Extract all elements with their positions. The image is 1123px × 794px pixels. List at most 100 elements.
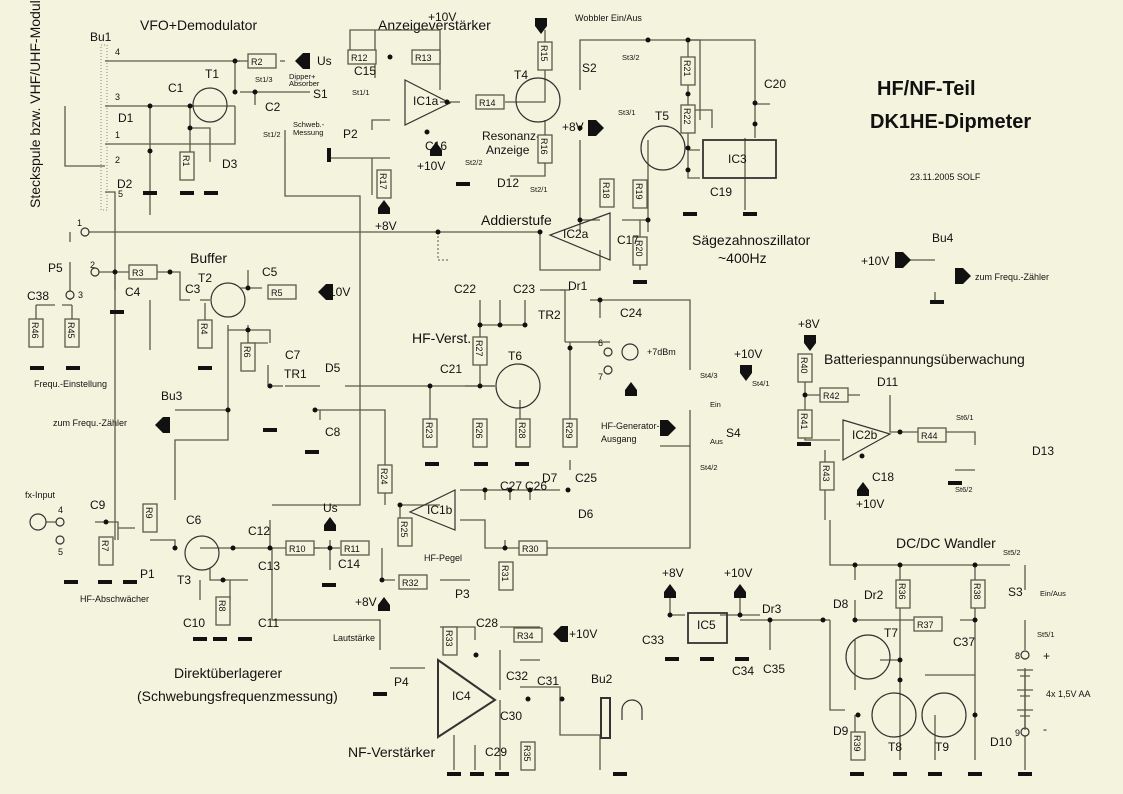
pin-1-label: 1 bbox=[77, 218, 82, 228]
supply-v10-label: +10V bbox=[417, 159, 445, 173]
r11-label: R11 bbox=[344, 544, 360, 554]
t5-label: T5 bbox=[655, 109, 669, 123]
r9-body bbox=[142, 503, 158, 533]
c14-label: C14 bbox=[338, 557, 360, 571]
r15-label: R15 bbox=[539, 45, 549, 62]
heading-buffer: Buffer bbox=[190, 250, 227, 266]
battery-icon bbox=[1017, 668, 1033, 730]
label-hf-gen2: Ausgang bbox=[601, 434, 637, 444]
connector-st6-1: St6/1 bbox=[956, 413, 974, 422]
bu3-label: Bu3 bbox=[161, 389, 183, 403]
headphones-icon bbox=[621, 699, 643, 720]
heading-vfo: VFO+Demodulator bbox=[140, 17, 257, 33]
v8-arrow-r17-icon bbox=[378, 200, 390, 214]
t2-symbol bbox=[210, 282, 246, 318]
hf-out-socket bbox=[621, 343, 639, 361]
label-zum-zaehler: zum Frequ.-Zähler bbox=[53, 418, 127, 428]
ic5-label: IC5 bbox=[697, 618, 716, 632]
heading-wobbler: Wobbler Ein/Aus bbox=[575, 13, 642, 23]
title-line2: DK1HE-Dipmeter bbox=[870, 111, 1031, 133]
r31-body bbox=[498, 561, 514, 591]
connector-st6-2: St6/2 bbox=[955, 485, 973, 494]
p3-label: P3 bbox=[455, 587, 470, 601]
supply-plus-label: + bbox=[1043, 649, 1050, 663]
dr2-label: Dr2 bbox=[864, 588, 884, 602]
d5-label: D5 bbox=[325, 361, 341, 375]
c2-label: C2 bbox=[265, 100, 281, 114]
t7-label: T7 bbox=[884, 626, 898, 640]
r8-label: R8 bbox=[217, 600, 227, 612]
label-s3-einaus: Ein/Aus bbox=[1040, 589, 1066, 598]
r13-label: R13 bbox=[415, 53, 432, 63]
supply-v10-label: +10V bbox=[856, 497, 884, 511]
r20-label: R20 bbox=[634, 240, 644, 257]
pin-5-label: 5 bbox=[118, 189, 123, 199]
c20-label: C20 bbox=[764, 77, 786, 91]
us-arrow-2-icon bbox=[324, 517, 336, 531]
c37-label: C37 bbox=[953, 635, 975, 649]
r38-label: R38 bbox=[972, 583, 982, 600]
v10-arrow-ic5-icon bbox=[734, 584, 746, 598]
r29-label: R29 bbox=[564, 422, 574, 439]
supply-us-label: Us bbox=[317, 54, 332, 68]
ic-symbols bbox=[404, 79, 892, 739]
d13-label: D13 bbox=[1032, 444, 1054, 458]
ic1b-symbol bbox=[408, 489, 456, 531]
connector-st4-3: St4/3 bbox=[700, 371, 718, 380]
d3-label: D3 bbox=[222, 157, 238, 171]
heading-saege-freq: ~400Hz bbox=[718, 250, 767, 266]
r45-body bbox=[64, 318, 80, 348]
r43-body bbox=[819, 461, 835, 491]
c19-label: C19 bbox=[710, 185, 732, 199]
title-line1: HF/NF-Teil bbox=[877, 78, 976, 100]
r9-label: R9 bbox=[144, 507, 154, 519]
label-battery-pack: 4x 1,5V AA bbox=[1046, 689, 1091, 699]
heading-hfverst: HF-Verst. bbox=[412, 330, 471, 346]
r4-body bbox=[197, 319, 213, 349]
label-dbm: +7dBm bbox=[647, 347, 676, 357]
r7-label: R7 bbox=[100, 540, 110, 552]
r14-label: R14 bbox=[479, 98, 496, 108]
heading-saege: Sägezahnoszillator bbox=[692, 232, 811, 248]
c22-label: C22 bbox=[454, 282, 476, 296]
label-fx-input: fx-Input bbox=[25, 490, 56, 500]
r21-label: R21 bbox=[682, 60, 692, 77]
d2-label: D2 bbox=[117, 177, 133, 191]
supply-v8-label: +8V bbox=[562, 120, 584, 134]
r41-body bbox=[797, 409, 813, 439]
v10-arrow-icon bbox=[318, 284, 333, 300]
heading-direkt: Direktüberlagerer bbox=[174, 665, 282, 681]
pin-2-label: 2 bbox=[90, 260, 95, 270]
c9-label: C9 bbox=[90, 498, 106, 512]
c12-label: C12 bbox=[248, 524, 270, 538]
dr1-label: Dr1 bbox=[568, 279, 588, 293]
label-hf-pegel: HF-Pegel bbox=[424, 553, 462, 563]
ic2b-label: IC2b bbox=[852, 428, 878, 442]
label-resonanz2: Anzeige bbox=[486, 143, 530, 157]
label-hf-gen1: HF-Generator- bbox=[601, 421, 660, 431]
c18-label: C18 bbox=[872, 470, 894, 484]
r8-body bbox=[215, 596, 231, 626]
connector-st4-2: St4/2 bbox=[700, 463, 718, 472]
supply-minus-label: - bbox=[1043, 722, 1047, 736]
c17-label: C17 bbox=[617, 233, 639, 247]
c35-label: C35 bbox=[763, 662, 785, 676]
c38-label: C38 bbox=[27, 289, 49, 303]
connector-labels: St1/1St1/2St1/3St2/1St2/2St3/1St3/2St4/1… bbox=[255, 53, 1055, 639]
r44-body bbox=[917, 427, 947, 443]
c7-label: C7 bbox=[285, 348, 301, 362]
label-hf-abschw: HF-Abschwächer bbox=[80, 594, 149, 604]
d8-label: D8 bbox=[833, 597, 849, 611]
r40-body bbox=[797, 353, 813, 383]
v8-arrow-batt-icon bbox=[804, 335, 816, 351]
r18-label: R18 bbox=[601, 182, 611, 199]
label-schweb2: Messung bbox=[293, 128, 323, 137]
supply-v10-label: +10V bbox=[428, 10, 456, 24]
v10-arrow-s4-icon bbox=[740, 365, 752, 381]
c32-label: C32 bbox=[506, 669, 528, 683]
r1-body bbox=[179, 151, 195, 181]
r16-body bbox=[537, 134, 553, 164]
r10-label: R10 bbox=[289, 544, 306, 554]
